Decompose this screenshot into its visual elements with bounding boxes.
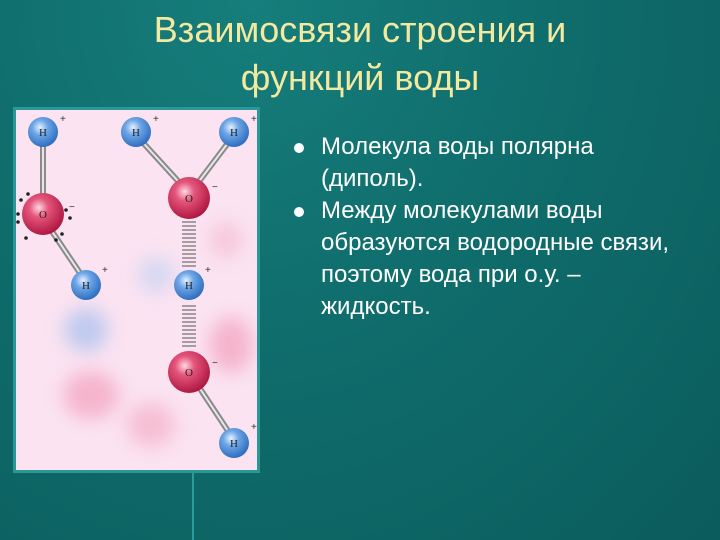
hydrogen-bond-lower (182, 305, 196, 347)
svg-text:+: + (102, 265, 108, 276)
svg-text:+: + (205, 265, 211, 276)
svg-text:−: − (69, 202, 75, 213)
atom-label: H (39, 127, 47, 139)
atom-label: O (185, 367, 193, 379)
molecule-illustration: H O H H H O H O H (16, 114, 257, 458)
bullet-item: Молекула воды полярна (диполь). (294, 131, 694, 195)
lone-pair-dots (16, 192, 72, 242)
hydrogen-atom (219, 428, 249, 458)
oxygen-atom (22, 193, 64, 235)
atom-label: H (132, 127, 140, 139)
molecule-top-right: H H O (121, 117, 249, 219)
atom-label: H (185, 280, 193, 292)
svg-text:−: − (212, 182, 218, 193)
hydrogen-bond (182, 221, 196, 267)
svg-text:+: + (251, 422, 257, 433)
molecule-left: H O H (22, 117, 101, 300)
atom-label: H (230, 127, 238, 139)
hydrogen-atom (28, 117, 58, 147)
partial-charges: + + + − − + + − + (60, 114, 257, 433)
bullet-item: Между молекулами воды образуются водород… (294, 195, 694, 323)
decorative-line-vertical (192, 470, 194, 540)
bullet-text: Между молекулами воды образуются водород… (321, 197, 670, 320)
title-line-1: Взаимосвязи строения и (153, 9, 567, 50)
oxygen-atom (168, 177, 210, 219)
atom-label: O (185, 193, 193, 205)
blurred-background-molecules (63, 222, 253, 447)
atom-label: H (230, 438, 238, 450)
hydrogen-atom (219, 117, 249, 147)
bullet-icon (294, 143, 304, 153)
bullet-list: Молекула воды полярна (диполь). Между мо… (294, 131, 694, 323)
svg-text:+: + (251, 114, 257, 125)
molecule-bottom: H O H (168, 270, 249, 458)
svg-text:+: + (60, 114, 66, 125)
hydrogen-atom (174, 270, 204, 300)
hydrogen-atom (121, 117, 151, 147)
svg-text:−: − (212, 358, 218, 369)
slide-title: Взаимосвязи строения и функций воды (0, 6, 720, 102)
atom-label: H (82, 280, 90, 292)
hydrogen-atom (71, 270, 101, 300)
water-molecules-diagram: H O H H H O H O H (13, 107, 260, 473)
title-line-2: функций воды (240, 57, 480, 98)
bullet-icon (294, 207, 304, 217)
bullet-text: Молекула воды полярна (диполь). (321, 133, 594, 192)
oxygen-atom (168, 351, 210, 393)
atom-label: O (39, 209, 47, 221)
svg-text:+: + (153, 114, 159, 125)
